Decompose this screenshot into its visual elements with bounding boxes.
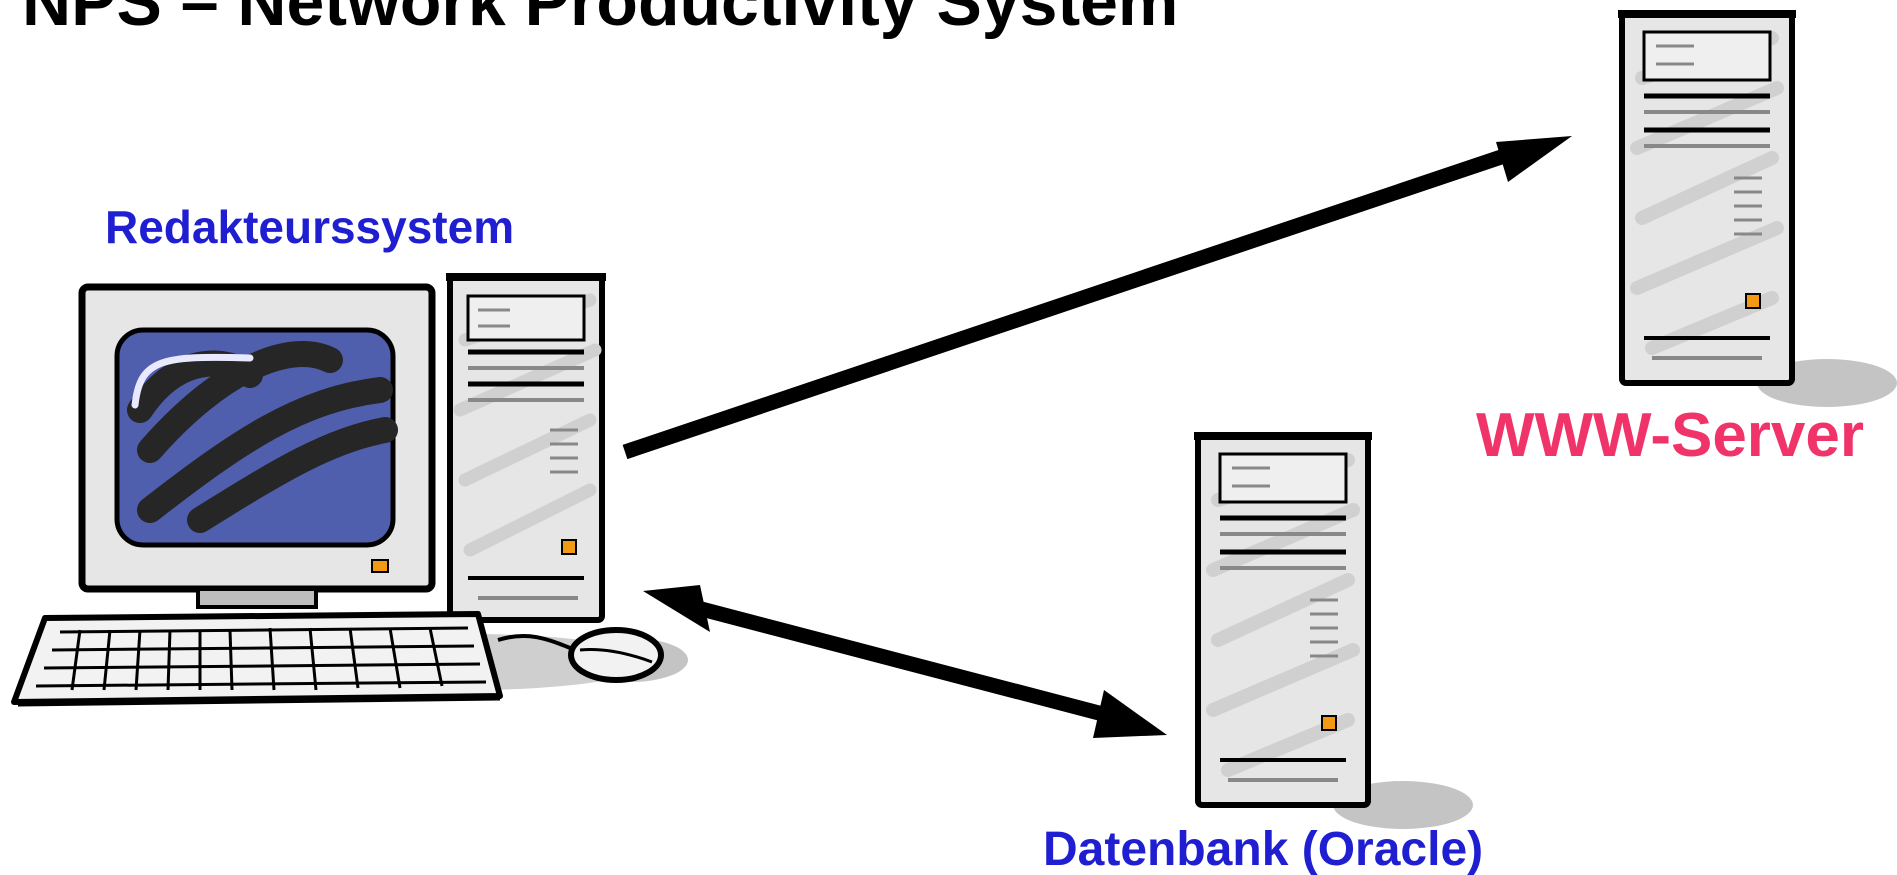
server-tower-icon [1618,13,1897,407]
workstation-icon [11,273,688,707]
connection-arrow-database [643,585,1167,738]
server-tower-icon [1194,435,1473,829]
slide-title: NPS – Network Productivity System [22,0,1179,40]
connection-arrow-www [622,136,1572,460]
editor-system-label: Redakteurssystem [105,201,515,253]
www-server-label: WWW-Server [1476,401,1865,470]
database-label: Datenbank (Oracle) [1043,823,1484,875]
